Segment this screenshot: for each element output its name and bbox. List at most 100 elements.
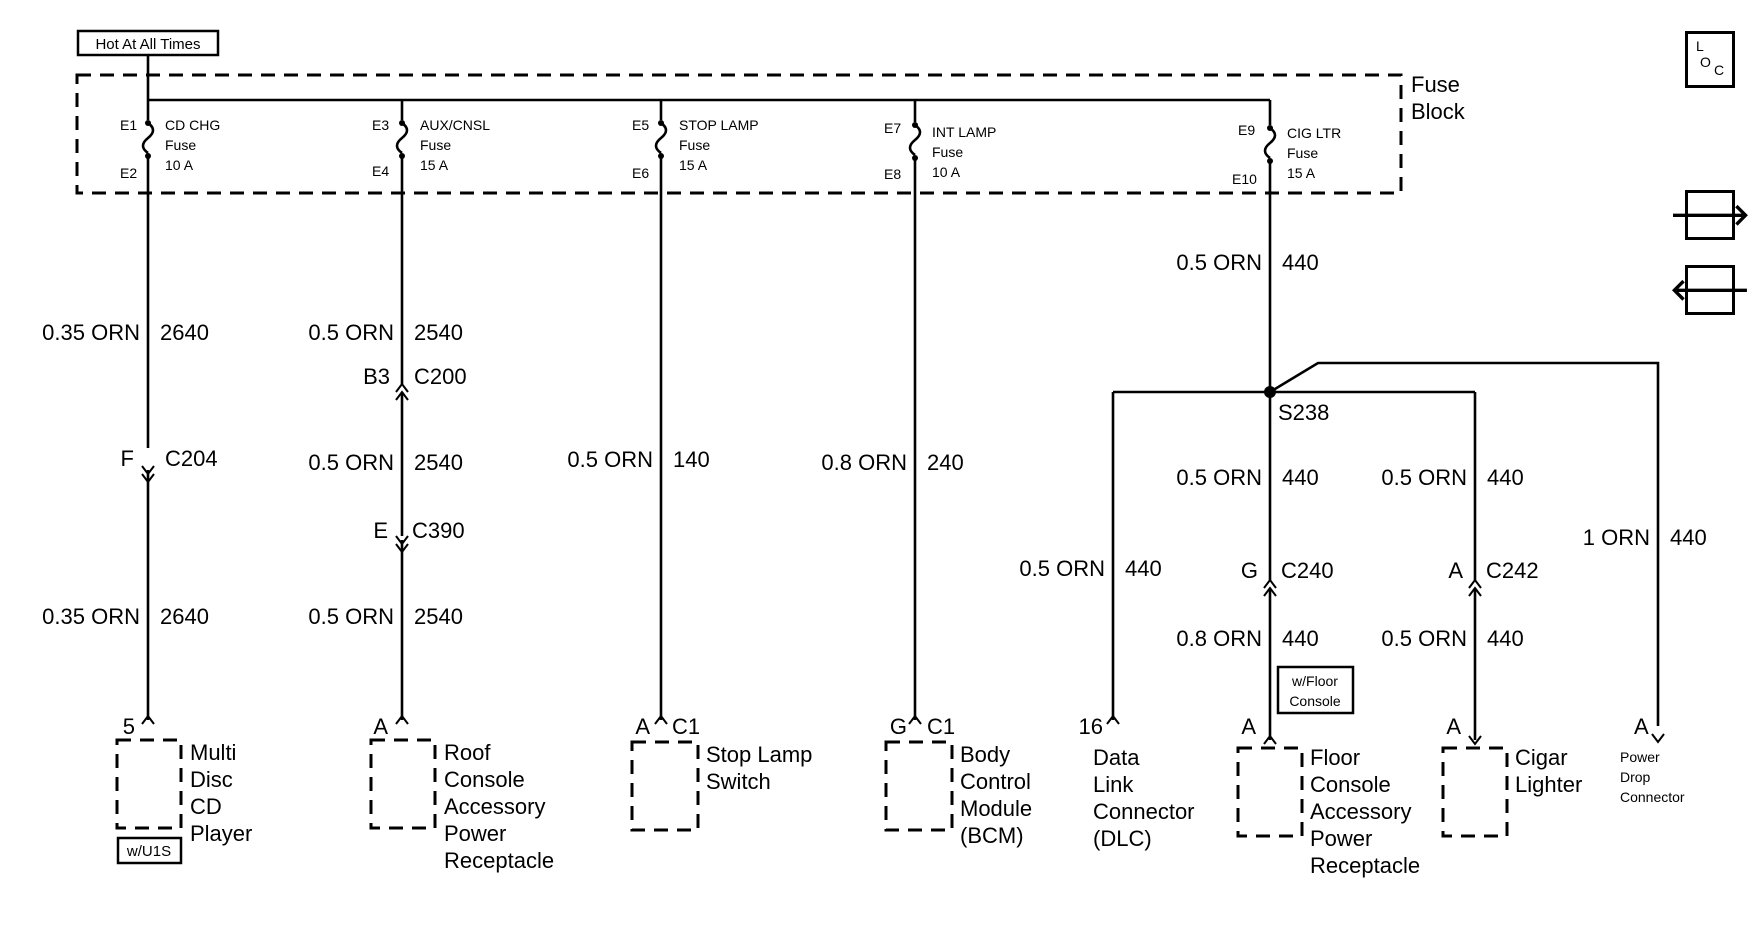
splice-s238-label: S238 bbox=[1278, 400, 1329, 425]
stop-lamp-box bbox=[630, 740, 700, 832]
power-drop-pin: A bbox=[1634, 714, 1649, 739]
cd-player-box bbox=[115, 738, 183, 830]
cd-player-label-1: Multi bbox=[190, 740, 236, 765]
wire-240-circuit: 240 bbox=[927, 450, 964, 475]
c390-pin: E bbox=[373, 518, 388, 543]
cd-player-pin-symbol bbox=[141, 714, 155, 725]
cigar-label-1: Cigar bbox=[1515, 745, 1568, 770]
forward-button[interactable]: 🡒 bbox=[1669, 190, 1751, 240]
fuse-stop-lamp-out-pin: E6 bbox=[632, 165, 649, 181]
splice-branch-power-drop bbox=[1269, 361, 1660, 726]
floor-console-pin: A bbox=[1241, 714, 1256, 739]
wire-440-cig-circuit-a: 440 bbox=[1487, 465, 1524, 490]
fuse-stop-lamp: E5 E6 STOP LAMP Fuse 15 A bbox=[632, 100, 759, 181]
wire-240-gauge: 0.8 ORN bbox=[821, 450, 907, 475]
fuse-int-lamp: E7 E8 INT LAMP Fuse 10 A bbox=[884, 100, 996, 182]
stop-lamp-pin-symbol bbox=[654, 714, 668, 725]
fuse-cd-chg-type: Fuse bbox=[165, 137, 196, 153]
floor-console-box bbox=[1236, 746, 1304, 838]
fuse-aux-cnsl-out-pin: E4 bbox=[372, 163, 389, 179]
wire-440-pwr-gauge: 1 ORN bbox=[1583, 525, 1650, 550]
bcm-label-2: Control bbox=[960, 769, 1031, 794]
dlc-label-1: Data bbox=[1093, 745, 1140, 770]
fuse-cig-ltr: E9 E10 CIG LTR Fuse 15 A bbox=[1232, 100, 1341, 187]
wire-440-feed-circuit: 440 bbox=[1282, 250, 1319, 275]
fuse-int-lamp-name: INT LAMP bbox=[932, 124, 996, 140]
c242-name: C242 bbox=[1486, 558, 1539, 583]
cd-player-label-3: CD bbox=[190, 794, 222, 819]
wire-2640-gauge-b: 0.35 ORN bbox=[42, 604, 140, 629]
cigar-label-2: Lighter bbox=[1515, 772, 1582, 797]
cigar-box bbox=[1441, 746, 1509, 838]
fuse-cig-ltr-in-pin: E9 bbox=[1238, 122, 1255, 138]
roof-console-label-3: Accessory bbox=[444, 794, 545, 819]
wire-440-cig-circuit-b: 440 bbox=[1487, 626, 1524, 651]
wire-2640-circuit-a: 2640 bbox=[160, 320, 209, 345]
wire-140-circuit: 140 bbox=[673, 447, 710, 472]
bcm-label-3: Module bbox=[960, 796, 1032, 821]
dlc-pin: 16 bbox=[1079, 714, 1103, 739]
c390-name: C390 bbox=[412, 518, 465, 543]
fuse-int-lamp-rating: 10 A bbox=[932, 164, 961, 180]
fuse-aux-cnsl-type: Fuse bbox=[420, 137, 451, 153]
dlc-label-2: Link bbox=[1093, 772, 1134, 797]
wire-2540-circuit-b: 2540 bbox=[414, 450, 463, 475]
roof-console-box bbox=[369, 738, 437, 830]
wire-2540-circuit-a: 2540 bbox=[414, 320, 463, 345]
fuse-int-lamp-type: Fuse bbox=[932, 144, 963, 160]
floor-console-label-4: Power bbox=[1310, 826, 1372, 851]
floor-console-option-1: w/Floor bbox=[1291, 673, 1338, 689]
power-drop-pin-symbol bbox=[1651, 733, 1665, 744]
cd-player-option: w/U1S bbox=[126, 843, 171, 860]
fuse-cig-ltr-out-pin: E10 bbox=[1232, 171, 1257, 187]
fuse-cig-ltr-type: Fuse bbox=[1287, 145, 1318, 161]
cd-player-label-4: Player bbox=[190, 821, 252, 846]
floor-console-label-1: Floor bbox=[1310, 745, 1360, 770]
fuse-stop-lamp-name: STOP LAMP bbox=[679, 117, 759, 133]
cigar-pin: A bbox=[1446, 714, 1461, 739]
c200-pin: B3 bbox=[363, 364, 390, 389]
fuse-aux-cnsl-rating: 15 A bbox=[420, 157, 449, 173]
dlc-label-3: Connector bbox=[1093, 799, 1195, 824]
roof-console-pin-symbol bbox=[395, 714, 409, 725]
fuse-cig-ltr-name: CIG LTR bbox=[1287, 125, 1341, 141]
roof-console-label-4: Power bbox=[444, 821, 506, 846]
fuse-block-label-1: Fuse bbox=[1411, 72, 1460, 97]
cd-player-label-2: Disc bbox=[190, 767, 233, 792]
roof-console-label-5: Receptacle bbox=[444, 848, 554, 873]
wire-440-pwr-circuit: 440 bbox=[1670, 525, 1707, 550]
wire-2540-gauge-c: 0.5 ORN bbox=[308, 604, 394, 629]
fuse-int-lamp-out-pin: E8 bbox=[884, 166, 901, 182]
hot-at-all-times-label: Hot At All Times bbox=[95, 36, 200, 53]
wire-440-dlc-circuit: 440 bbox=[1125, 556, 1162, 581]
fuse-cd-chg-in-pin: E1 bbox=[120, 117, 137, 133]
location-icon-c: C bbox=[1714, 62, 1725, 78]
c242-pin: A bbox=[1448, 558, 1463, 583]
fuse-cig-ltr-rating: 15 A bbox=[1287, 165, 1316, 181]
fuse-cd-chg-rating: 10 A bbox=[165, 157, 194, 173]
roof-console-label-1: Roof bbox=[444, 740, 491, 765]
dlc-label-4: (DLC) bbox=[1093, 826, 1152, 851]
fuse-aux-cnsl-name: AUX/CNSL bbox=[420, 117, 490, 133]
wire-2540-circuit-c: 2540 bbox=[414, 604, 463, 629]
c204-pin: F bbox=[121, 446, 134, 471]
fuse-cd-chg-out-pin: E2 bbox=[120, 165, 137, 181]
c200-name: C200 bbox=[414, 364, 467, 389]
wire-140-gauge: 0.5 ORN bbox=[567, 447, 653, 472]
power-drop-label-1: Power bbox=[1620, 749, 1660, 765]
c240-pin: G bbox=[1241, 558, 1258, 583]
cigar-pin-symbol bbox=[1468, 735, 1482, 746]
wire-2640-gauge-a: 0.35 ORN bbox=[42, 320, 140, 345]
back-button[interactable]: 🡐 bbox=[1670, 265, 1750, 315]
location-button[interactable]: L O C bbox=[1685, 31, 1735, 88]
cd-player-option-box bbox=[116, 836, 183, 865]
fuse-cd-chg: E1 E2 CD CHG Fuse 10 A bbox=[120, 100, 220, 181]
fuse-cd-chg-name: CD CHG bbox=[165, 117, 220, 133]
fuse-stop-lamp-in-pin: E5 bbox=[632, 117, 649, 133]
bcm-pin-symbol bbox=[908, 714, 922, 725]
arrow-right-icon: 🡒 bbox=[1669, 198, 1751, 233]
floor-console-label-5: Receptacle bbox=[1310, 853, 1420, 878]
wire-440-floor-gauge-a: 0.5 ORN bbox=[1176, 465, 1262, 490]
wire-440-cig-gauge-b: 0.5 ORN bbox=[1381, 626, 1467, 651]
